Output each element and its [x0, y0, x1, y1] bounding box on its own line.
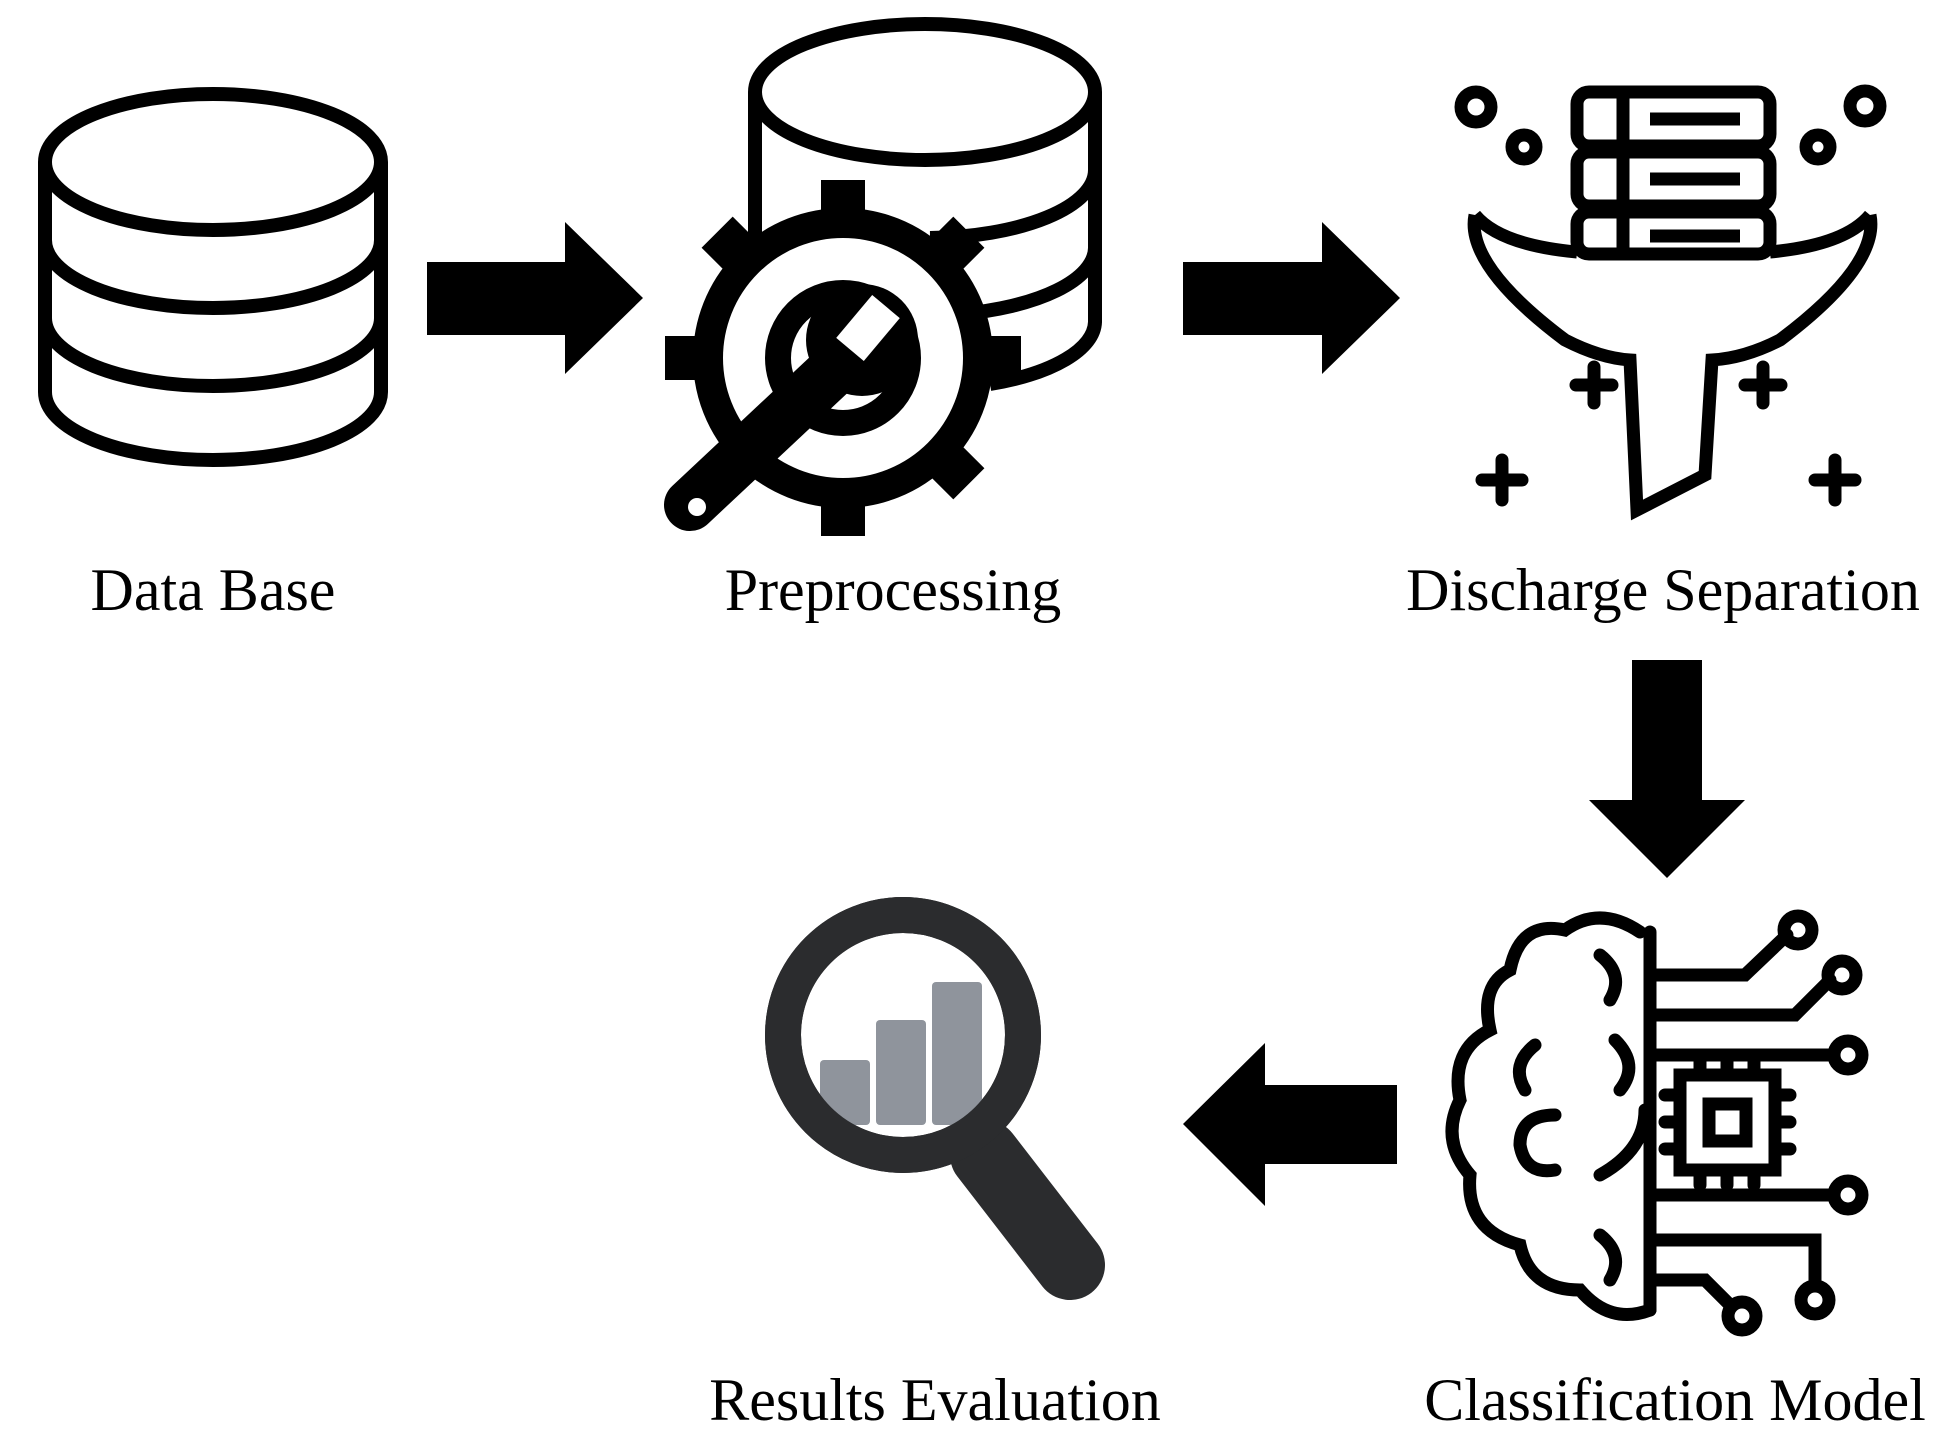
arrow-right-2 [1183, 222, 1400, 374]
magnifier-chart-icon [765, 897, 1105, 1300]
arrow-right-1 [427, 222, 643, 374]
plus-icons [1475, 360, 1862, 507]
step-label-preprocessing: Preprocessing [724, 557, 1062, 623]
step-label-discharge-separation: Discharge Separation [1406, 557, 1920, 623]
step-label-results-evaluation: Results Evaluation [709, 1367, 1161, 1433]
database-icon [38, 87, 388, 467]
step-label-database: Data Base [90, 557, 336, 623]
arrow-down [1589, 660, 1745, 878]
step-label-classification-model: Classification Model [1424, 1367, 1926, 1433]
wrench-icon [664, 284, 918, 531]
funnel-server-icon [1454, 84, 1887, 521]
bar-chart-icon [820, 982, 982, 1125]
brain-chip-icon [1445, 909, 1869, 1337]
database-gear-wrench-icon [664, 17, 1102, 536]
arrow-left [1183, 1043, 1397, 1206]
